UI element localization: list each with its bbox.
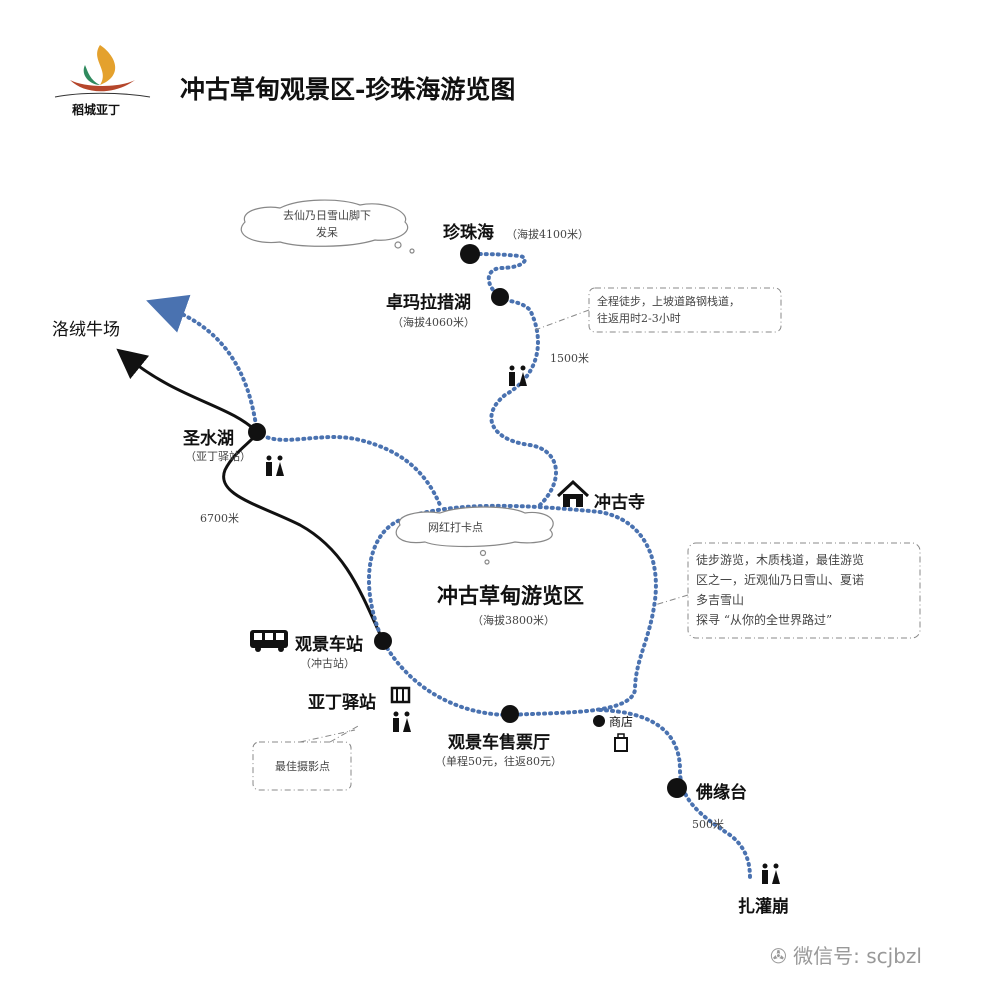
label-chonggusi: 冲古寺: [594, 493, 645, 513]
note-box-2: [687, 542, 921, 639]
label-meadow: 冲古草甸游览区: [437, 584, 584, 608]
temple-icon: [556, 479, 590, 507]
alt-shengshuihu: （亚丁驿站）: [185, 450, 251, 463]
distance-6700: 6700米: [200, 512, 239, 525]
logo: [54, 45, 151, 98]
note-line: 徒步游览，木质栈道，最佳游览: [696, 553, 865, 567]
shopping-bag-icon: [614, 733, 628, 752]
marker-busstation[interactable]: [374, 632, 392, 650]
cloud-bubble-1: [240, 199, 409, 247]
label-zhuomala: 卓玛拉措湖: [386, 293, 471, 313]
alt-ticket: （单程50元，往返80元）: [435, 755, 562, 768]
distance-1500: 1500米: [550, 352, 589, 365]
label-zhenzhuhai: 珍珠海: [443, 223, 494, 243]
toilet-icon: [266, 455, 284, 476]
label-foyuantai: 佛缘台: [696, 783, 747, 803]
note-line: 全程徒步，上坡道路钢栈道，: [597, 295, 740, 308]
marker-shop[interactable]: [593, 715, 605, 727]
distance-500: 500米: [692, 818, 724, 831]
toilet-icon: [509, 365, 527, 386]
cloud-note-2: 网红打卡点: [428, 521, 483, 534]
label-zhaguanbeng: 扎灌崩: [738, 897, 789, 917]
marker-zhenzhuhai[interactable]: [460, 244, 480, 264]
road-to-luorong: [116, 348, 385, 642]
station-icon: [390, 686, 411, 704]
note-box-2-text: 徒步游览，木质栈道，最佳游览区之一，近观仙乃日雪山、夏诺多吉雪山探寻 “从你的全…: [696, 550, 864, 630]
alt-busstation: （冲古站）: [300, 657, 355, 670]
note-line: 探寻 “从你的全世界路过”: [696, 613, 833, 627]
label-shengshuihu: 圣水湖: [183, 429, 234, 449]
note-line: 多吉雪山: [696, 593, 745, 607]
label-shop: 商店: [609, 715, 634, 729]
wechat-icon: ✇: [770, 944, 794, 968]
alt-meadow: （海拔3800米）: [472, 614, 555, 627]
page-title: 冲古草甸观景区-珍珠海游览图: [180, 75, 516, 104]
toilet-icon: [393, 711, 411, 732]
note-line: 发呆: [316, 226, 338, 239]
note-box-3-text: 最佳摄影点: [275, 760, 330, 773]
logo-text: 稻城亚丁: [72, 103, 121, 117]
note-line: 区之一，近观仙乃日雪山、夏诺: [696, 573, 865, 587]
marker-ticket[interactable]: [501, 705, 519, 723]
note-line: 往返用时2-3小时: [597, 312, 681, 325]
alt-zhenzhuhai: （海拔4100米）: [506, 228, 589, 241]
label-luorong: 洛绒牛场: [52, 320, 120, 340]
watermark: ✇ 微信号: scjbzl: [770, 940, 922, 969]
trail-shengshuihu-meadow: [255, 430, 442, 507]
note-box-1-text: 全程徒步，上坡道路钢栈道， 往返用时2-3小时: [597, 293, 740, 327]
note-line: 去仙乃日雪山脚下: [283, 209, 371, 222]
cloud-note-1: 去仙乃日雪山脚下发呆: [262, 207, 392, 241]
cloud-bubble-2: [395, 506, 554, 548]
label-busstation: 观景车站: [295, 635, 363, 655]
trail-to-zhenzhuhai: [468, 252, 558, 507]
marker-shengshuihu[interactable]: [248, 423, 266, 441]
label-yading: 亚丁驿站: [308, 693, 376, 713]
bus-icon: [250, 630, 288, 652]
toilet-icon: [762, 863, 780, 884]
marker-zhuomala[interactable]: [491, 288, 509, 306]
watermark-text: 微信号: scjbzl: [793, 944, 922, 968]
trail-luorong: [146, 294, 259, 434]
alt-zhuomala: （海拔4060米）: [392, 316, 475, 329]
label-ticket: 观景车售票厅: [448, 733, 550, 753]
marker-foyuantai[interactable]: [667, 778, 687, 798]
